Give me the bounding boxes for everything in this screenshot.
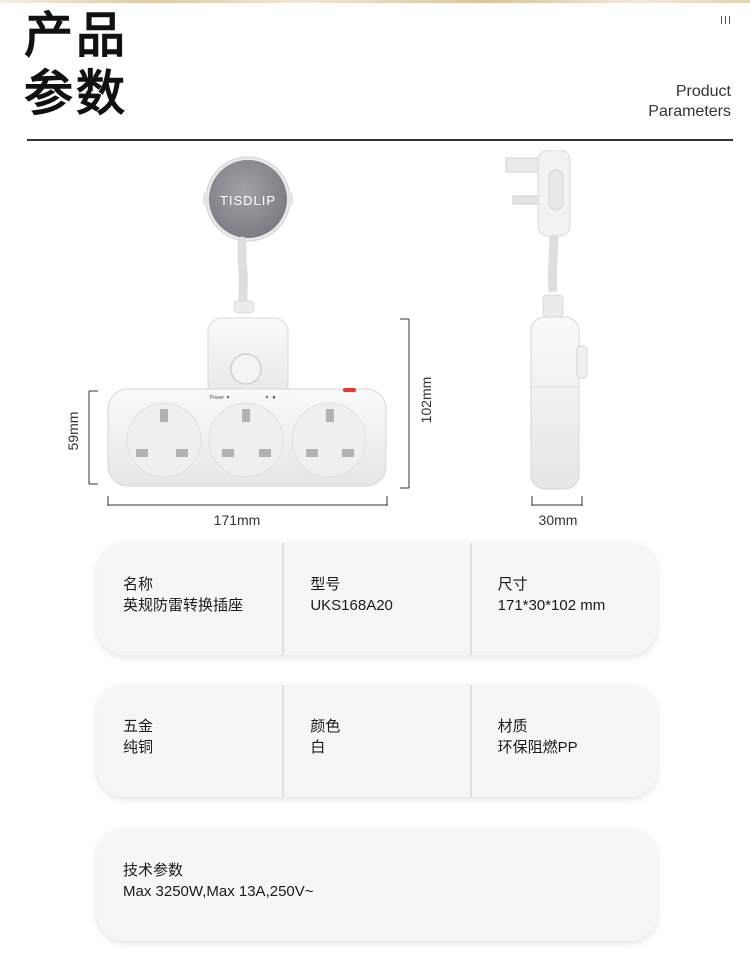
product-dimension-figure: TISDLIP Power ♦ — [65, 150, 588, 528]
spec-value: 环保阻燃PP — [497, 739, 578, 756]
total-height-label: 102mm — [418, 377, 434, 424]
earth-pin — [505, 157, 543, 173]
side-switch — [576, 345, 588, 379]
spec-value: 171*30*102 mm — [497, 597, 606, 614]
spec-label: 名称 — [123, 576, 154, 593]
total-height-dimension — [400, 318, 410, 489]
spec-value: 白 — [310, 739, 326, 756]
brand-logo-text: TISDLIP — [220, 193, 276, 208]
power-label: Power — [210, 395, 225, 401]
side-view: 30mm — [505, 150, 588, 528]
protect-indicator-dot — [265, 395, 269, 399]
specs-card-3: 技术参数 Max 3250W,Max 13A,250V~ — [97, 829, 657, 941]
side-body — [530, 316, 580, 490]
page-subtitle-line2: Parameters — [648, 103, 731, 120]
deco-bars-icon — [721, 16, 730, 24]
height-label: 59mm — [65, 412, 81, 451]
width-label: 171mm — [214, 512, 261, 528]
spec-size: 尺寸 171*30*102 mm — [469, 543, 657, 655]
header-divider — [27, 139, 733, 141]
page-title-line2: 参数 — [24, 65, 129, 122]
outlet-2 — [208, 402, 284, 478]
outlet-3 — [291, 402, 367, 478]
depth-dimension — [531, 496, 583, 506]
spec-hardware: 五金 纯铜 — [97, 685, 282, 797]
width-dimension — [107, 496, 388, 506]
spec-label: 材质 — [497, 718, 528, 735]
depth-label: 30mm — [539, 512, 578, 528]
front-view: TISDLIP Power ♦ — [65, 156, 434, 528]
power-switch-icon — [230, 353, 262, 385]
page-subtitle-line1: Product — [675, 83, 731, 100]
spec-value: 纯铜 — [123, 739, 154, 756]
spec-color: 颜色 白 — [282, 685, 469, 797]
power-indicator-dot — [226, 395, 230, 399]
spec-material: 材质 环保阻燃PP — [469, 685, 657, 797]
spec-value: Max 3250W,Max 13A,250V~ — [123, 883, 314, 900]
spec-label: 五金 — [123, 718, 154, 735]
spec-label: 尺寸 — [497, 576, 528, 593]
spec-label: 技术参数 — [123, 862, 184, 879]
page-title-line1: 产品 — [24, 7, 129, 64]
protect-indicator-icon: ♦ — [272, 395, 276, 401]
spec-label: 颜色 — [310, 718, 341, 735]
earth-pin-slot — [160, 409, 168, 422]
height-dimension — [88, 390, 98, 485]
spec-model: 型号 UKS168A20 — [282, 543, 469, 655]
side-cable — [548, 235, 559, 293]
plug — [505, 150, 571, 237]
spec-name: 名称 英规防雷转换插座 — [97, 543, 282, 655]
spec-label: 型号 — [310, 576, 341, 593]
cable — [237, 236, 248, 313]
outlet-1 — [126, 402, 202, 478]
specs-card-1: 名称 英规防雷转换插座 型号 UKS168A20 尺寸 171*30*102 m… — [97, 543, 657, 655]
specs-card-2: 五金 纯铜 颜色 白 材质 环保阻燃PP — [97, 685, 657, 797]
live-pin-slot — [136, 449, 148, 457]
spec-technical: 技术参数 Max 3250W,Max 13A,250V~ — [97, 829, 657, 941]
neutral-pin-slot — [176, 449, 188, 457]
spec-value: UKS168A20 — [310, 597, 393, 614]
red-indicator-light — [343, 388, 356, 392]
top-decor-strip — [0, 0, 750, 3]
cord-reel-knob: TISDLIP — [203, 156, 293, 242]
spec-value: 英规防雷转换插座 — [123, 597, 244, 614]
